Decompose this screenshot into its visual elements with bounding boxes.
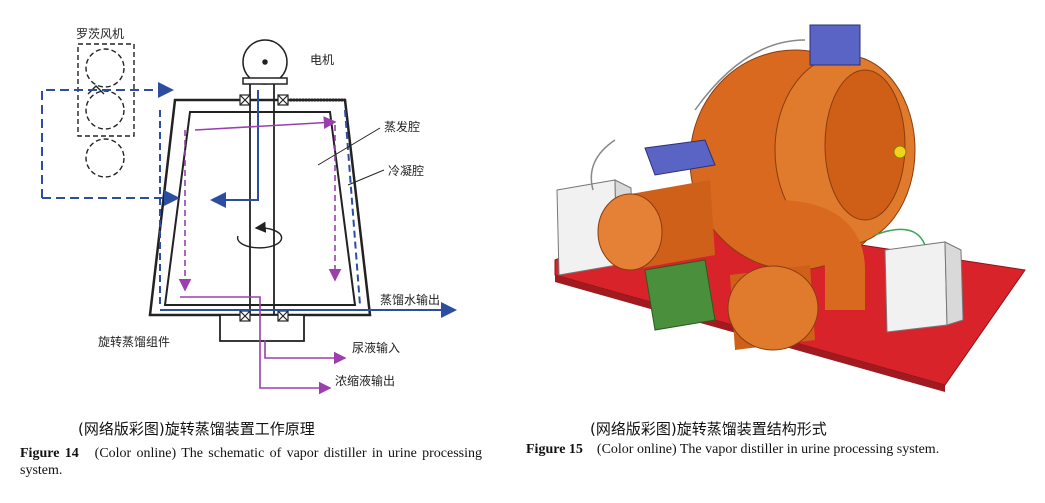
- bearings: [239, 94, 289, 322]
- figure14-caption-text: (Color online) The schematic of vapor di…: [20, 446, 482, 478]
- figure14-caption-cn: (网络版彩图)旋转蒸馏装置工作原理: [78, 420, 315, 438]
- figure15-caption-cn: (网络版彩图)旋转蒸馏装置结构形式: [590, 420, 827, 438]
- blue-manifold: [644, 139, 716, 176]
- cables: [590, 39, 926, 246]
- front-cylinder: [597, 180, 715, 271]
- label-assembly: 旋转蒸馏组件: [98, 334, 170, 349]
- lower-cylinder: [727, 265, 819, 351]
- label-urine-in: 尿液输入: [352, 340, 400, 355]
- figure15-number: Figure 15: [526, 442, 583, 457]
- condenser-housing: [148, 98, 372, 317]
- label-condenser: 冷凝腔: [388, 163, 424, 178]
- label-distillate-out: 蒸馏水输出: [380, 292, 440, 307]
- schematic-figure: 罗茨风机 电机 蒸发腔 冷凝腔 蒸馏水输出 旋转蒸馏组件 尿液输入 浓缩液输出: [41, 27, 457, 395]
- figure14-caption-en: Figure 14 (Color online) The schematic o…: [20, 445, 482, 479]
- top-manifold: [809, 24, 861, 66]
- evaporator-wall: [163, 111, 357, 306]
- label-evaporator: 蒸发腔: [384, 119, 420, 134]
- label-roots-blower: 罗茨风机: [76, 27, 124, 41]
- base-block: [219, 314, 305, 342]
- roots-blower: [77, 43, 135, 178]
- rotating-shaft: [249, 84, 275, 340]
- leader-lines: [317, 127, 385, 186]
- distiller-render: [554, 24, 1026, 392]
- yellow-connector: [893, 145, 907, 159]
- label-motor: 电机: [310, 53, 334, 67]
- figure14-number: Figure 14: [20, 446, 79, 461]
- motor: [242, 39, 288, 85]
- figure15-caption-en: Figure 15 (Color online) The vapor disti…: [526, 441, 988, 458]
- figure15-caption-text: (Color online) The vapor distiller in ur…: [596, 442, 940, 457]
- label-concentrate-out: 浓缩液输出: [335, 373, 395, 388]
- orange-drum: [689, 49, 916, 271]
- liquid-path: [178, 116, 347, 395]
- green-stand: [644, 259, 716, 331]
- curved-pipe: [774, 200, 865, 310]
- right-electronics-box: [884, 241, 964, 333]
